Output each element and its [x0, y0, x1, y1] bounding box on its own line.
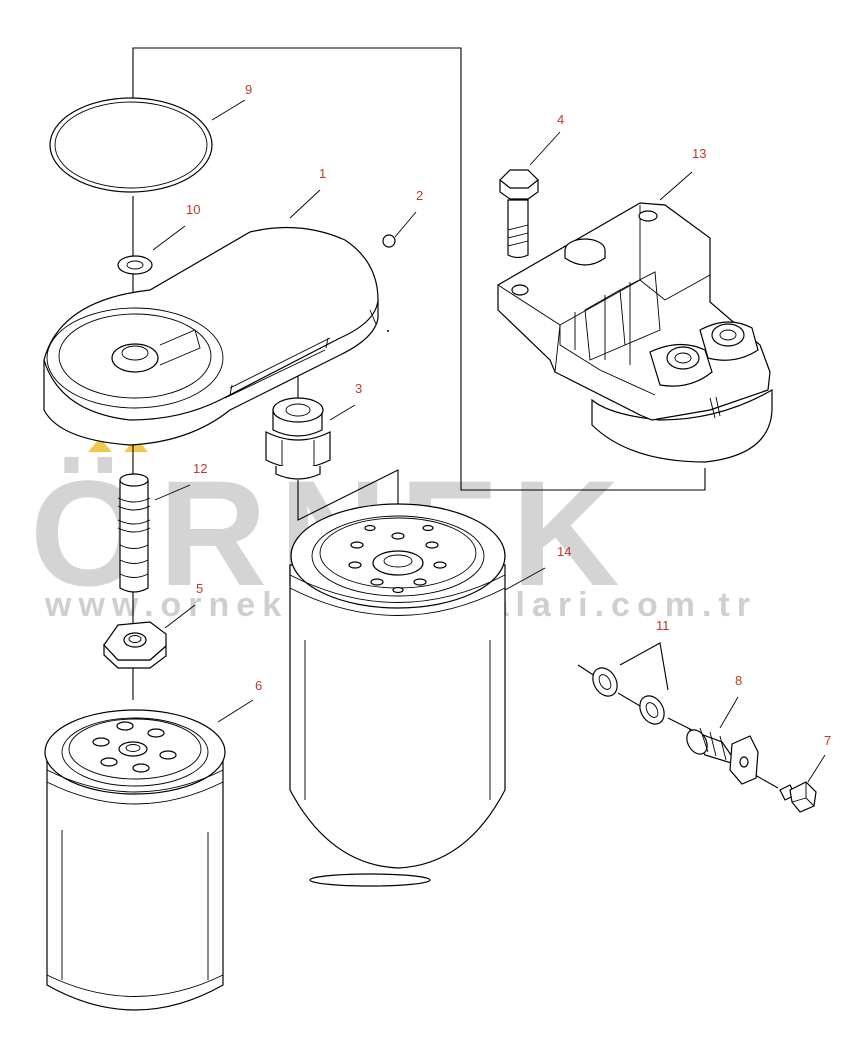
part-4-bolt — [499, 169, 539, 259]
part-12-stud — [117, 473, 151, 593]
part-11-washers — [592, 642, 669, 725]
part-7-plug-screw — [779, 781, 817, 813]
callout-5: 5 — [196, 581, 203, 596]
part-14-filter-cartridge — [289, 503, 506, 887]
callout-numbers: 9 1 2 10 3 12 5 6 4 13 14 11 8 7 — [186, 82, 831, 748]
part-5-hex-nut — [103, 621, 167, 669]
callout-11: 11 — [656, 618, 670, 633]
callout-2: 2 — [416, 188, 423, 203]
part-10-seal-washer — [117, 255, 153, 275]
callout-7: 7 — [824, 733, 831, 748]
part-3-nipple-fitting — [265, 397, 331, 480]
part-8-hollow-bolt — [686, 727, 759, 785]
callout-14: 14 — [557, 544, 571, 559]
part-9-o-ring — [49, 97, 213, 193]
callout-13: 13 — [692, 146, 706, 161]
callout-12: 12 — [193, 461, 207, 476]
part-2-ball — [382, 234, 396, 248]
callout-10: 10 — [186, 202, 200, 217]
part-13-mounting-bracket — [497, 202, 773, 463]
callout-3: 3 — [355, 381, 362, 396]
leader-lines — [152, 99, 826, 783]
callout-8: 8 — [735, 673, 742, 688]
callout-1: 1 — [319, 166, 326, 181]
callout-4: 4 — [557, 112, 564, 127]
part-6-filter-cartridge — [44, 709, 226, 1011]
part-1-filter-head — [43, 226, 389, 446]
callout-6: 6 — [255, 678, 262, 693]
callout-9: 9 — [245, 82, 252, 97]
